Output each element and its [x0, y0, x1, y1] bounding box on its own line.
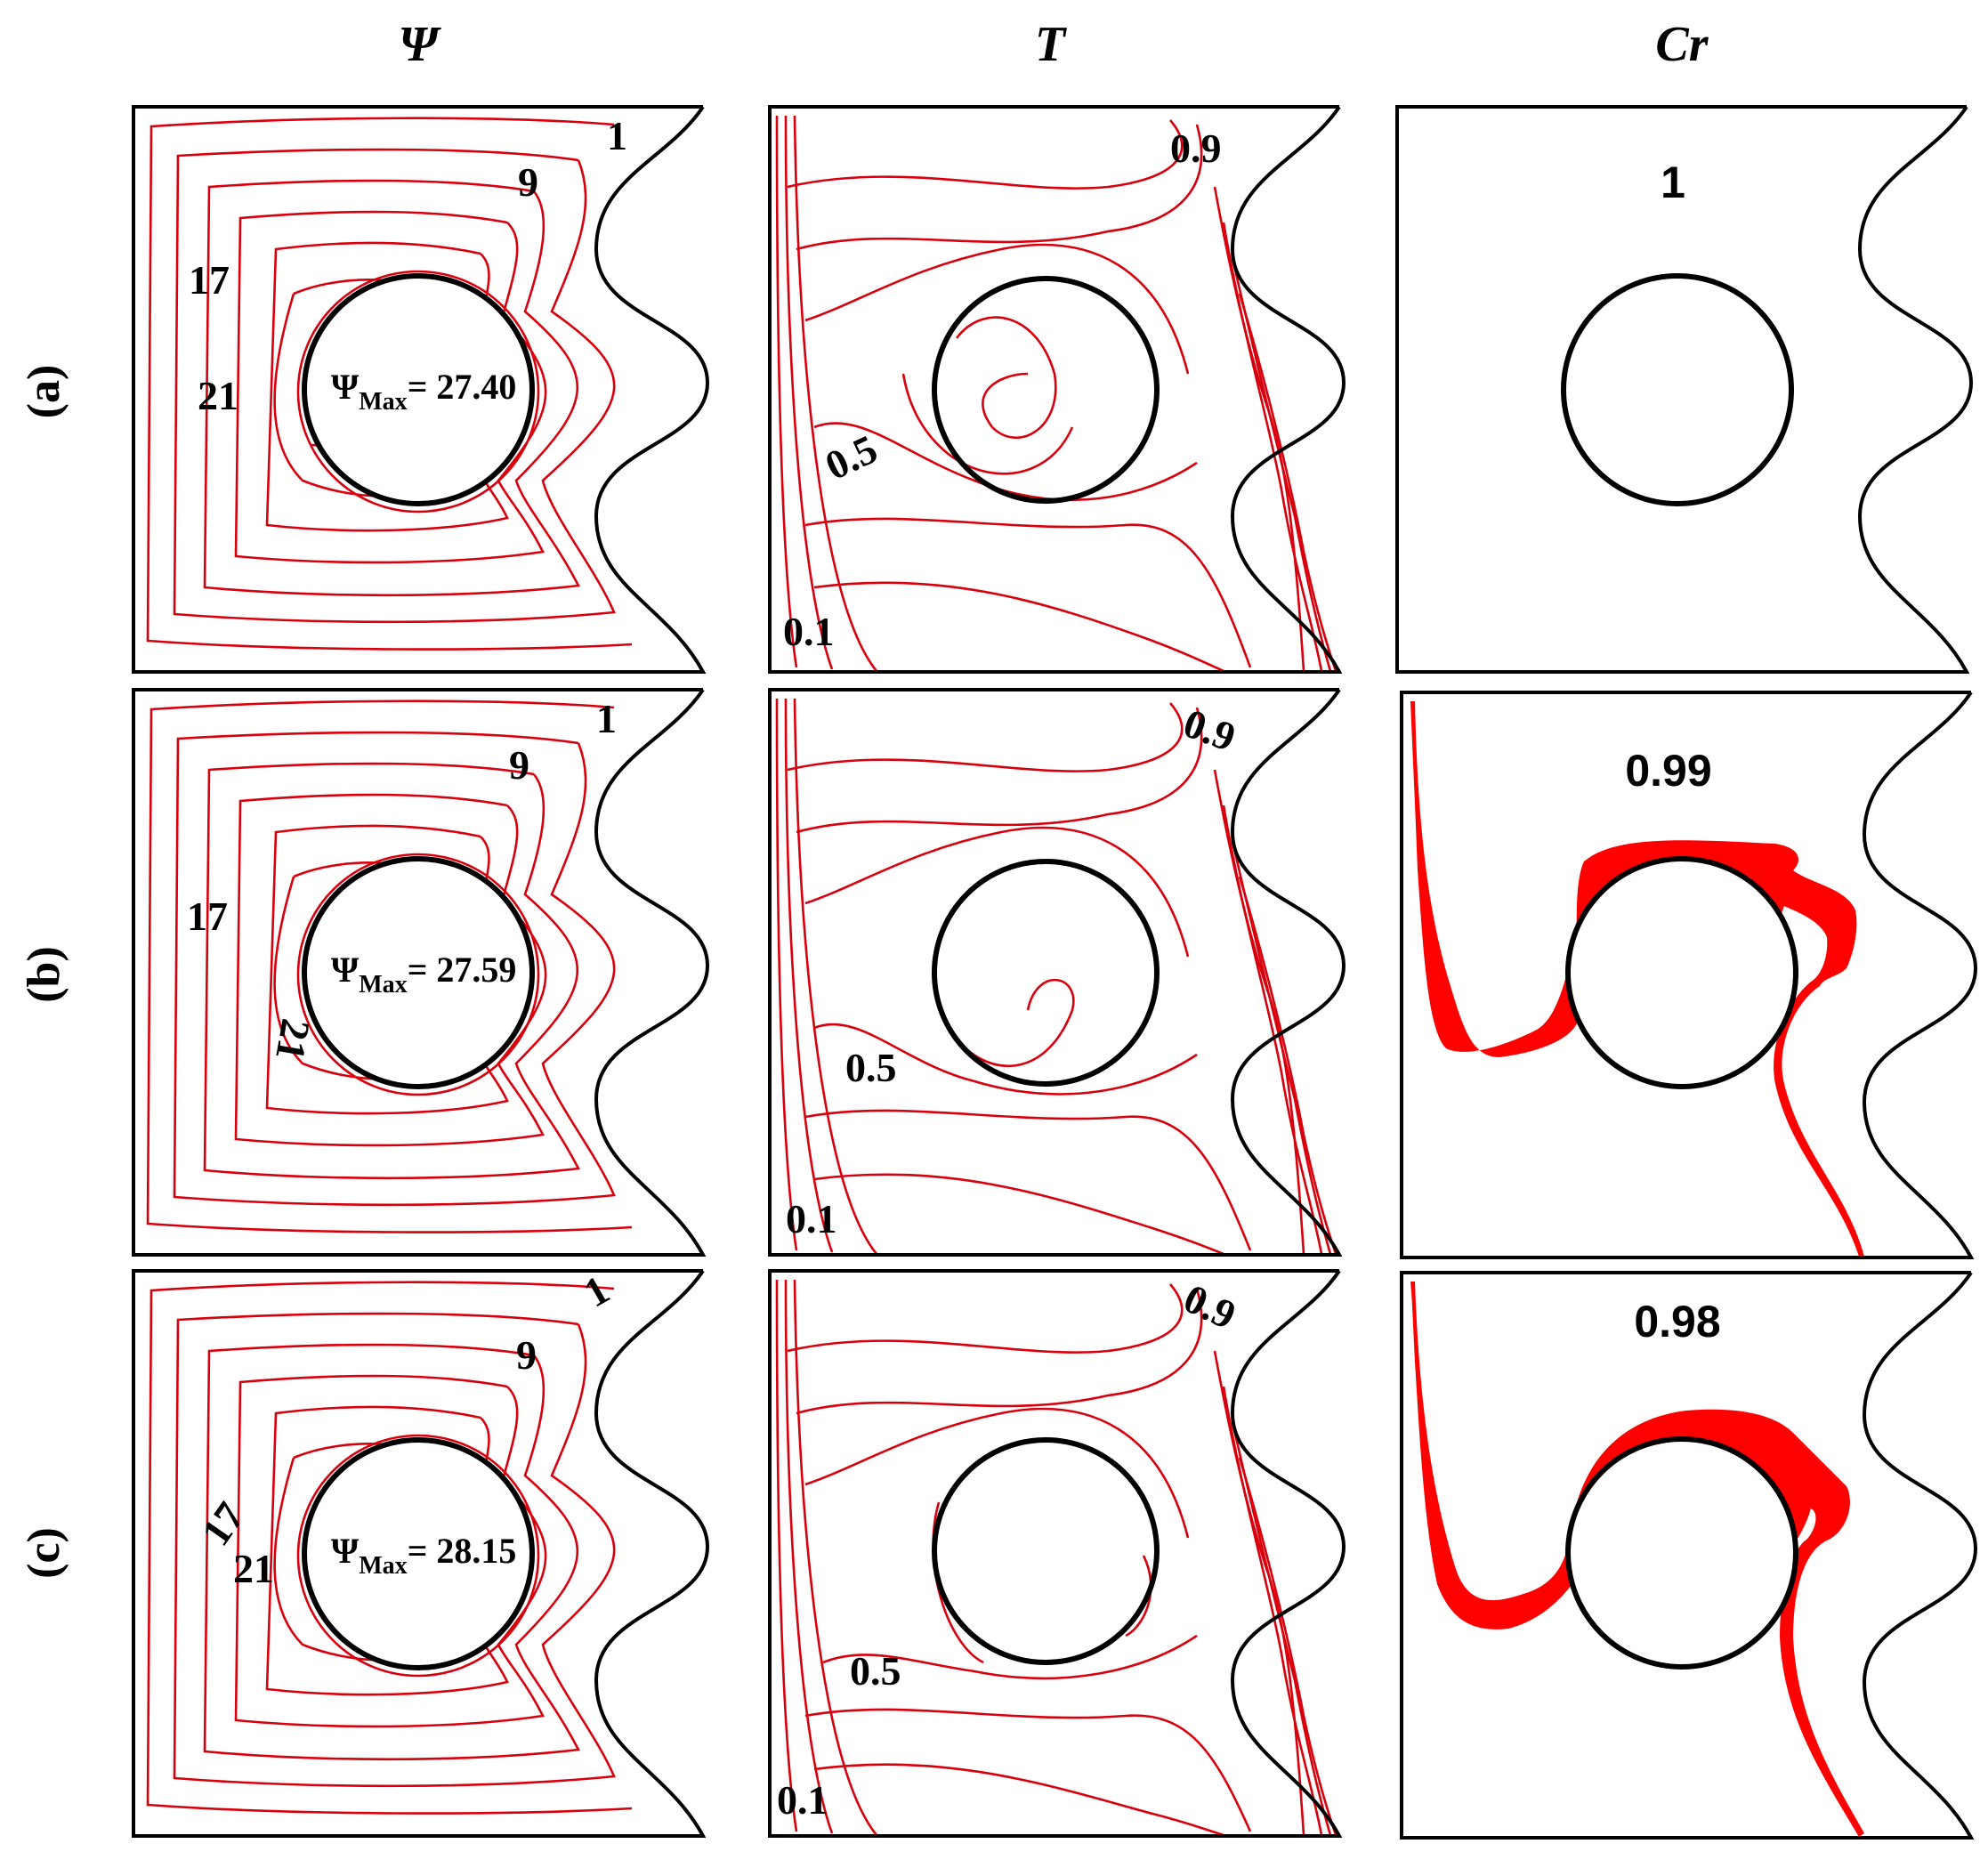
isotherm-label-0.9: 0.9	[1178, 699, 1241, 760]
column-header-psi: Ψ	[399, 17, 442, 72]
cylinder-psi-a	[302, 273, 535, 506]
cylinder-temperature-a	[932, 276, 1160, 504]
cylinder-temperature-b	[932, 859, 1160, 1087]
panel-concentration-a: 1	[1395, 105, 1974, 674]
row-label-a: (a)	[19, 365, 69, 419]
isotherm-label-0.9: 0.9	[1170, 125, 1222, 171]
streamlines-c	[146, 1281, 633, 1815]
cylinder-psi-b	[302, 856, 535, 1089]
isotherm-label-0.1: 0.1	[786, 1196, 837, 1241]
cylinder-temperature-c	[932, 1437, 1160, 1665]
isotherms-c	[775, 1279, 1337, 1837]
contour-label-21: 21	[198, 373, 238, 418]
panel-temperature-c: 0.9 0.5 0.1	[768, 1269, 1346, 1838]
isotherm-label-0.1: 0.1	[783, 609, 835, 654]
panel-psi-c: 1 9 17 21 ΨMax= 28.15	[132, 1266, 710, 1838]
contour-label-17: 17	[192, 1494, 253, 1554]
contour-label-9: 9	[518, 159, 538, 205]
cavity-wall-temperature-a	[768, 105, 1346, 674]
panel-psi-a: 1 9 17 21 ΨMax= 27.40	[132, 105, 710, 674]
isotherm-label-0.5: 0.5	[850, 1648, 901, 1694]
isotherm-label-0.5: 0.5	[819, 426, 885, 489]
isotherms-a	[775, 115, 1337, 673]
psi-max-label: ΨMax= 28.15	[331, 1531, 516, 1580]
isotherms-b	[775, 698, 1337, 1256]
cylinder-concentration-c	[1565, 1436, 1798, 1670]
contour-label-1: 1	[607, 113, 627, 158]
contour-label-1: 1	[577, 1266, 617, 1316]
cylinder-concentration-b	[1565, 856, 1798, 1089]
cavity-wall-temperature-b	[768, 688, 1346, 1257]
column-header-temperature: T	[1035, 17, 1068, 72]
panel-concentration-c: 0.98	[1400, 1271, 1978, 1840]
panel-temperature-b: 0.9 0.5 0.1	[768, 688, 1346, 1257]
psi-max-label: ΨMax= 27.40	[331, 367, 516, 416]
concentration-label: 0.99	[1625, 746, 1711, 796]
contour-label-21: 21	[267, 1015, 319, 1063]
contour-label-17: 17	[189, 257, 230, 303]
cavity-wall-concentration-b	[1400, 691, 1978, 1259]
contour-label-9: 9	[516, 1332, 537, 1378]
contour-label-17: 17	[187, 894, 228, 939]
cavity-wall-concentration-c	[1400, 1271, 1978, 1840]
cavity-wall-psi-b	[132, 688, 710, 1257]
cavity-wall-psi-c	[132, 1269, 710, 1838]
row-label-c: (c)	[19, 1527, 69, 1579]
cavity-wall-temperature-c	[768, 1269, 1346, 1838]
contour-label-21: 21	[233, 1546, 274, 1591]
concentration-label: 1	[1661, 158, 1685, 207]
panel-psi-b: 1 9 17 21 ΨMax= 27.59	[132, 688, 710, 1257]
panel-temperature-a: 0.9 0.5 0.1	[768, 105, 1346, 674]
column-header-concentration: Cr	[1655, 17, 1709, 72]
cavity-wall-psi-a	[132, 105, 710, 674]
cylinder-psi-c	[302, 1437, 535, 1670]
cavity-wall-concentration-a	[1395, 105, 1974, 674]
psi-max-label: ΨMax= 27.59	[331, 950, 516, 999]
contour-label-1: 1	[596, 696, 617, 741]
panel-concentration-b: 0.99	[1400, 691, 1978, 1259]
isotherm-label-0.5: 0.5	[845, 1045, 897, 1090]
isotherm-label-0.1: 0.1	[777, 1777, 828, 1823]
cylinder-concentration-a	[1561, 273, 1794, 506]
contour-label-9: 9	[509, 742, 529, 788]
isotherm-label-0.9: 0.9	[1177, 1275, 1243, 1338]
concentration-label: 0.98	[1634, 1297, 1720, 1346]
row-label-b: (b)	[19, 946, 69, 1003]
